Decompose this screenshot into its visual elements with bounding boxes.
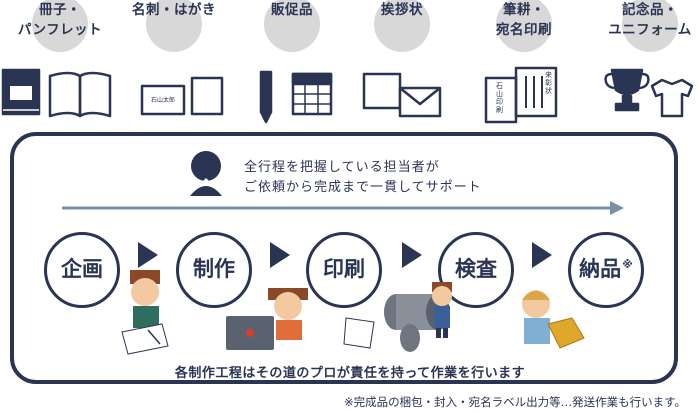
calligraphy-envelope-icon [484,66,558,124]
category-label: 挨拶状 [381,2,423,18]
category-calligraphy: 筆耕・宛名印刷 [474,0,574,52]
delivery-illustration [522,290,585,349]
category-bubble [32,0,88,52]
inspector-illustration [432,282,452,338]
envelope-icon [362,72,442,118]
category-greeting: 挨拶状 [352,0,452,52]
shipping-note: ※完成品の梱包・封入・宛名ラベル出力等…発送作業も行います。 [344,395,686,409]
step-printing: 印刷 [306,232,382,308]
category-souvenir: 記念品・ユニフォーム [600,0,700,52]
category-label: 名刺・はがき [132,2,216,18]
staff-line-2: ご依頼から完成まで一貫してサポート [244,180,482,195]
card-name-text: 石山太郎 [150,97,175,104]
category-label: 販促品 [271,2,313,18]
book-icon [1,68,112,118]
step-production: 制作 [176,232,252,308]
category-label: 筆耕・宛名印刷 [496,2,552,38]
category-icons [1,66,694,124]
envelope-right-text: 来彰状 [545,71,552,95]
step-chevron [532,242,552,268]
step-chevron [270,242,290,268]
category-label: 記念品・ユニフォーム [608,2,692,38]
staff-line-1: 全行程を把握している担当者が [244,160,440,175]
step-delivery: 納品※ [568,232,644,308]
process-arrow [62,201,624,215]
trophy-shirt-icon [604,68,694,118]
pen-calendar-icon [259,70,333,124]
category-booklet: 冊子・パンフレット [10,0,110,52]
workflow-caption: 各制作工程はその道のプロが責任を持って作業を行います [174,366,526,381]
business-card-icon [140,76,224,116]
staff-person-icon [190,151,222,196]
category-bubble [146,0,202,52]
asterisk-mark: ※ [622,258,633,271]
step-chevron [402,242,422,268]
category-bubble [264,0,320,52]
category-bubble [496,0,552,52]
category-label: 冊子・パンフレット [17,2,103,38]
printer-illustration [343,294,450,352]
category-promo: 販促品 [242,0,342,52]
planner-illustration [121,270,169,355]
step-planning: 企画 [44,232,120,308]
step-chevron [138,242,158,268]
category-bubble [374,0,430,52]
category-bubble [622,0,678,52]
designer-illustration [226,288,308,350]
worker-illustrations [121,270,585,355]
category-cards: 名刺・はがき [124,0,224,52]
envelope-left-text: 石山印刷 [496,82,503,114]
